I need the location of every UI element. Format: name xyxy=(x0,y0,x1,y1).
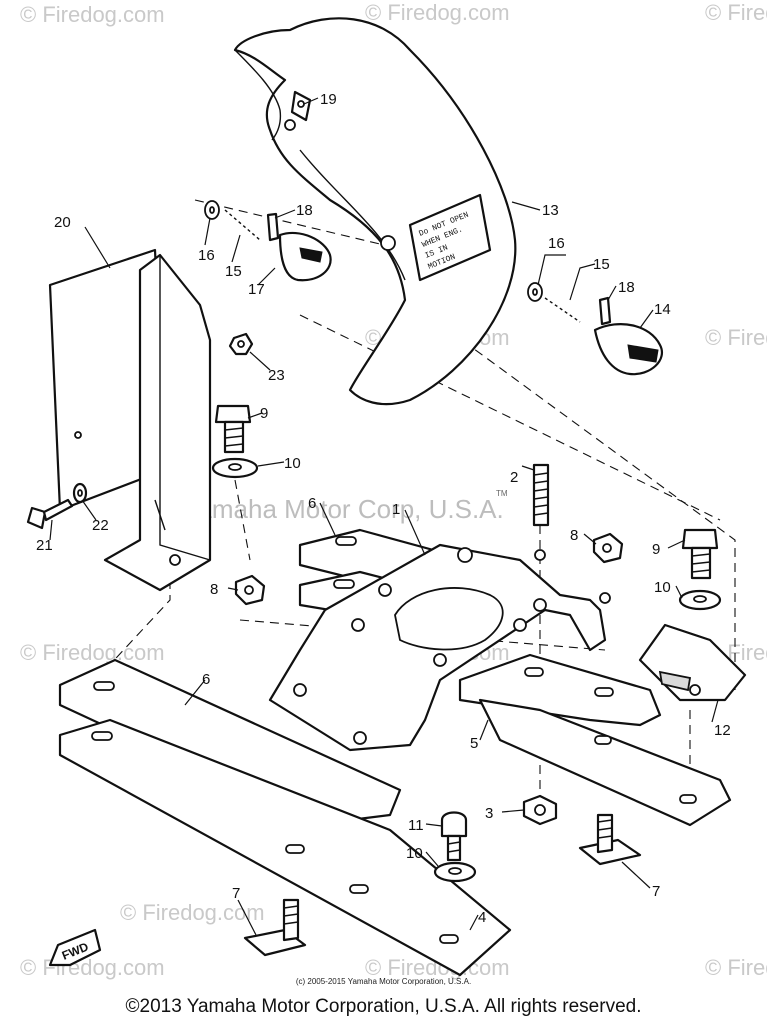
callout-15: 15 xyxy=(593,256,610,273)
callout-8: 8 xyxy=(210,581,218,598)
callout-19: 19 xyxy=(320,91,337,108)
callout-15: 15 xyxy=(225,263,242,280)
part-4-lower-rail xyxy=(58,718,512,977)
callout-9: 9 xyxy=(260,405,268,422)
watermark-text: © Firedog.com xyxy=(705,955,767,980)
callout-10: 10 xyxy=(654,579,671,596)
bolt-9-left xyxy=(214,404,252,454)
watermark-text: © Firedog.com xyxy=(705,0,767,25)
fwd-arrow: FWD xyxy=(48,928,102,967)
watermark-text: © Firedog.com xyxy=(20,640,165,665)
washer-22 xyxy=(72,482,88,504)
latch-set-left xyxy=(204,200,332,282)
callout-5: 5 xyxy=(470,735,478,752)
callout-16: 16 xyxy=(198,247,215,264)
callout-22: 22 xyxy=(92,517,109,534)
tm-mark: TM xyxy=(496,489,508,498)
watermark-text: © Firedog.com xyxy=(20,2,165,27)
watermark-text: © Firedog.com xyxy=(365,0,510,25)
callout-21: 21 xyxy=(36,537,53,554)
part-1-main-bracket xyxy=(268,543,611,752)
washer-10-bottom xyxy=(433,861,477,883)
callout-12: 12 xyxy=(714,722,731,739)
callout-11: 11 xyxy=(408,817,424,834)
washer-10-left xyxy=(211,457,259,479)
latch-set-right xyxy=(527,282,663,376)
callout-9: 9 xyxy=(652,541,660,558)
watermark-text: © Firedog.com xyxy=(120,900,265,925)
copyright-notice: ©2013 Yamaha Motor Corporation, U.S.A. A… xyxy=(125,996,642,1017)
watermark-text: © Firedog.com xyxy=(20,955,165,980)
callout-7: 7 xyxy=(232,885,240,902)
callout-13: 13 xyxy=(542,202,559,219)
washer-10-right xyxy=(678,589,722,611)
bolt-9-right xyxy=(681,528,719,580)
callout-23: 23 xyxy=(268,367,285,384)
part-23-nut xyxy=(228,332,254,356)
part-7-tbolt-right xyxy=(578,813,642,866)
callout-6: 6 xyxy=(308,495,316,512)
callout-4: 4 xyxy=(478,909,486,926)
part-bracket-l xyxy=(103,253,212,592)
callout-18: 18 xyxy=(618,279,635,296)
part-19-clip xyxy=(290,90,312,122)
callout-17: 17 xyxy=(248,281,265,298)
callout-14: 14 xyxy=(654,301,671,318)
callout-18: 18 xyxy=(296,202,313,219)
bolt-21 xyxy=(26,498,74,530)
nut-8-left xyxy=(234,574,266,606)
callout-10: 10 xyxy=(406,845,423,862)
callout-labels: 19 13 16 15 18 14 20 16 15 18 17 23 9 10… xyxy=(36,91,731,926)
nut-8-right xyxy=(592,532,624,564)
watermark-text: © Firedog.com xyxy=(705,325,767,350)
part-2-stud xyxy=(532,463,550,527)
callout-10: 10 xyxy=(284,455,301,472)
leader-lines xyxy=(49,97,719,936)
callout-7: 7 xyxy=(652,883,660,900)
callout-8: 8 xyxy=(570,527,578,544)
callout-6: 6 xyxy=(202,671,210,688)
watermark-brand: Yamaha Motor Corp, U.S.A. xyxy=(182,494,504,524)
bolt-11 xyxy=(440,811,468,862)
callout-20: 20 xyxy=(54,214,71,231)
callout-16: 16 xyxy=(548,235,565,252)
part-5-plate xyxy=(458,653,732,827)
callout-1: 1 xyxy=(392,501,400,518)
part-7-tbolt-left xyxy=(243,898,307,957)
callout-2: 2 xyxy=(510,469,518,486)
part-12-clamp xyxy=(638,623,747,702)
nut-3 xyxy=(522,794,558,826)
callout-3: 3 xyxy=(485,805,493,822)
copyright-small: (c) 2005-2015 Yamaha Motor Corporation, … xyxy=(295,977,472,986)
